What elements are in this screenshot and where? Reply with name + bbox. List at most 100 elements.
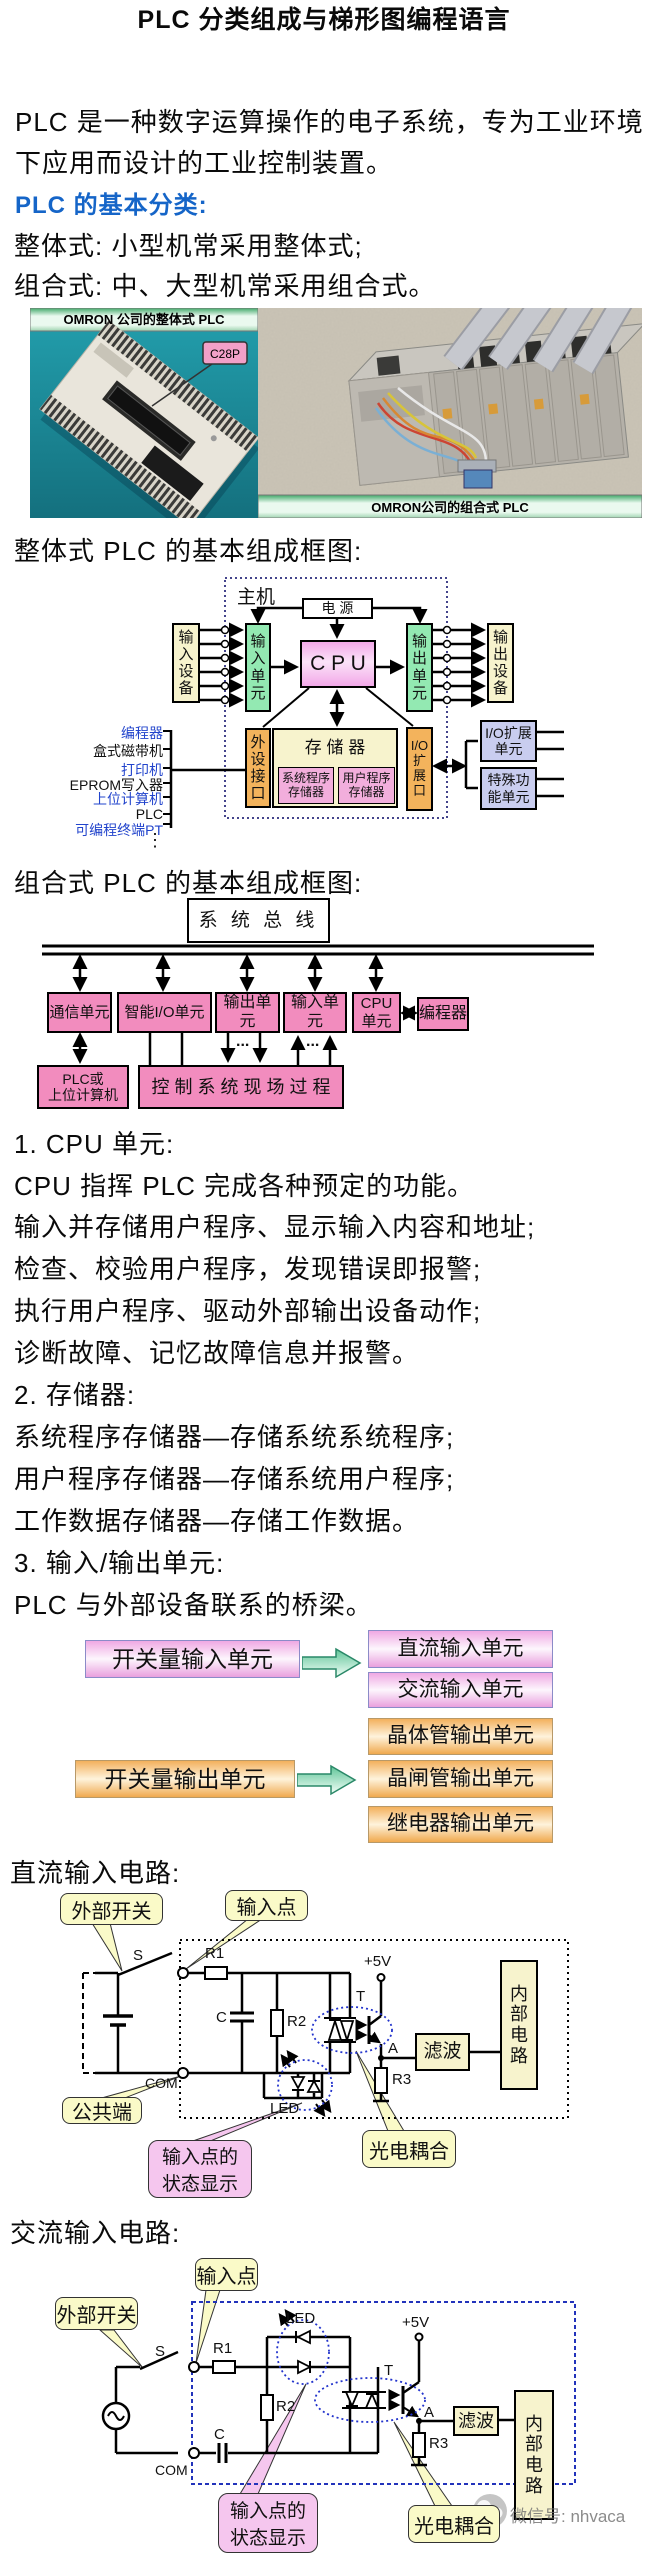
body-line-11: PLC 与外部设备联系的桥梁。 (14, 1590, 373, 1620)
peripheral-item-1: 盒式磁带机 (93, 743, 163, 759)
diagram2-heading: 组合式 PLC 的基本组成框图: (14, 868, 363, 898)
host-label: 主机 (237, 587, 276, 608)
body-line-9: 工作数据存储器—存储工作数据。 (14, 1506, 420, 1536)
ac-label-c: C (214, 2426, 225, 2443)
diagram2: 系 统 总 线 通信单元 智能I/O单元 输出单元 输入单元 CPU 单元 编程… (0, 893, 648, 1123)
cpu-unit-box: CPU 单元 (352, 992, 401, 1033)
label-t: T (356, 1988, 366, 2005)
body-line-5: 诊断故障、记忆故障信息并报警。 (14, 1338, 420, 1368)
label-led: LED (270, 2100, 300, 2117)
relay-output-box: 继电器输出单元 (368, 1806, 553, 1843)
filter-box: 滤波 (415, 2033, 470, 2071)
ac-label-a: A (424, 2404, 435, 2421)
ac-circuit: 交流输入电路: (0, 2210, 648, 2555)
ac-input-unit-box: 交流输入单元 (368, 1672, 553, 1708)
ac-label-s: S (155, 2343, 166, 2360)
ribbon-cables (443, 308, 633, 375)
ac-label-led: LED (286, 2310, 316, 2327)
power-box: 电 源 (302, 598, 373, 619)
label-com: COM (145, 2075, 178, 2091)
body-line-6: 2. 存储器: (14, 1380, 136, 1410)
peripheral-ellipsis: ⋮ (146, 830, 164, 850)
label-r1: R1 (205, 1945, 225, 1962)
label-c: C (216, 2009, 227, 2026)
peripheral-item-3: EPROM写入器 (69, 777, 163, 793)
output-unit-box2: 输出单元 (215, 992, 280, 1033)
peripheral-item-0: 编程器 (121, 725, 163, 741)
io-expand-unit-box: I/O扩展 单元 (480, 720, 537, 762)
sys-program-mem-box: 系统程序 存储器 (278, 767, 334, 804)
ac-label-t: T (384, 2362, 394, 2379)
plc-host-box: PLC或 上位计算机 (37, 1065, 129, 1109)
body-line-1: CPU 指挥 PLC 完成各种预定的功能。 (14, 1171, 475, 1201)
peripheral-item-2: 打印机 (121, 762, 163, 778)
plc-device (39, 320, 258, 518)
classification-modular: 组合式: 中、大型机常采用组合式。 (14, 271, 436, 301)
io-expand-port-box: I/O 扩 展 口 (406, 727, 433, 811)
input-unit-box: 输 入 单 元 (245, 623, 271, 712)
system-bus-box: 系 统 总 线 (187, 898, 330, 943)
external-switch-callout: 外部开关 (60, 1893, 163, 1925)
photo-left-caption: OMRON 公司的整体式 PLC (63, 312, 225, 327)
page-title: PLC 分类组成与梯形图编程语言 (137, 6, 511, 34)
photo-modular-plc: OMRON公司的组合式 PLC (258, 308, 642, 518)
intro-line-1: PLC 是一种数字运算操作的电子系统，专为工业环境 (15, 107, 644, 137)
body-line-3: 检查、校验用户程序，发现错误即报警; (14, 1254, 482, 1284)
ac-label-r3: R3 (429, 2435, 449, 2452)
arrow-icon (302, 1647, 362, 1679)
peripheral-item-6: 可编程终端PT (75, 822, 163, 838)
special-unit-box: 特殊功 能单元 (480, 767, 537, 810)
plc-rack (347, 322, 642, 486)
transistor-output-box: 晶体管输出单元 (368, 1718, 553, 1755)
switch-input-unit-box: 开关量输入单元 (85, 1640, 300, 1678)
label-r3: R3 (392, 2071, 412, 2088)
memory-title: 存 储 器 (304, 738, 366, 757)
ac-opto-callout: 光电耦合 (408, 2505, 500, 2543)
switch-output-unit-box: 开关量输出单元 (75, 1760, 295, 1798)
wires (374, 387, 488, 474)
ac-label-r2: R2 (276, 2398, 296, 2415)
input-point-callout: 输入点 (225, 1890, 308, 1921)
label-s: S (133, 1947, 144, 1964)
photo-right-caption: OMRON公司的组合式 PLC (371, 500, 529, 515)
body-line-10: 3. 输入/输出单元: (14, 1548, 225, 1578)
input-unit-box2: 输入单元 (283, 992, 347, 1033)
watermark-text: 微信号: nhvaca (510, 2507, 626, 2526)
label-5v: +5V (364, 1953, 392, 1970)
process-box: 控 制 系 统 现 场 过 程 (138, 1065, 344, 1109)
ac-label-r1: R1 (213, 2340, 233, 2357)
device-label: C28P (210, 347, 240, 361)
body-line-8: 用户程序存储器—存储系统用户程序; (14, 1464, 455, 1494)
classification-heading: PLC 的基本分类: (15, 192, 208, 219)
body-line-2: 输入并存储用户程序、显示输入内容和地址; (14, 1212, 536, 1242)
input-device-box: 输 入 设 备 (172, 623, 200, 703)
arrow-icon (297, 1764, 357, 1796)
ac-label-5v: +5V (402, 2314, 430, 2331)
common-callout: 公共端 (62, 2097, 142, 2124)
ac-status-display-callout: 输入点的 状态显示 (218, 2493, 318, 2553)
output-unit-box: 输 出 单 元 (406, 623, 433, 712)
diagram1: 主机 电 源 输 入 设 备 输 入 单 元 C P U 输 出 单 元 输 出… (0, 570, 648, 865)
label-a: A (388, 2040, 399, 2057)
device-label-box (202, 341, 248, 365)
cpu-box: C P U (300, 640, 376, 688)
body-line-7: 系统程序存储器—存储系统系统程序; (14, 1422, 455, 1452)
dots-input: ... (306, 1033, 320, 1050)
dc-circuit: 外部开关 输入点 公共端 输入点的 状态显示 光电耦合 滤波 内 部 电 路 S… (0, 1885, 648, 2210)
ac-filter-box: 滤波 (453, 2406, 499, 2436)
label-r2: R2 (287, 2013, 307, 2030)
dots-output: ... (236, 1033, 250, 1050)
user-program-mem-box: 用户程序 存储器 (338, 767, 395, 804)
ac-input-point-callout: 输入点 (195, 2258, 258, 2291)
programmer-box: 编程器 (417, 997, 469, 1031)
photo-integral-plc: C28P OMRON 公司的整体式 PLC (30, 308, 258, 518)
internal-circuit-box: 内 部 电 路 (500, 1960, 538, 2090)
ac-external-switch-callout: 外部开关 (55, 2297, 138, 2330)
peripheral-item-5: PLC (135, 806, 163, 822)
ac-internal-circuit-box: 内 部 电 路 (514, 2390, 554, 2520)
peripheral-interface-box: 外 设 接 口 (245, 728, 271, 808)
body-line-4: 执行用户程序、驱动外部输出设备动作; (14, 1296, 482, 1326)
comm-unit-box: 通信单元 (47, 992, 112, 1033)
output-device-box: 输 出 设 备 (487, 623, 514, 703)
classification-integral: 整体式: 小型机常采用整体式; (14, 231, 363, 261)
